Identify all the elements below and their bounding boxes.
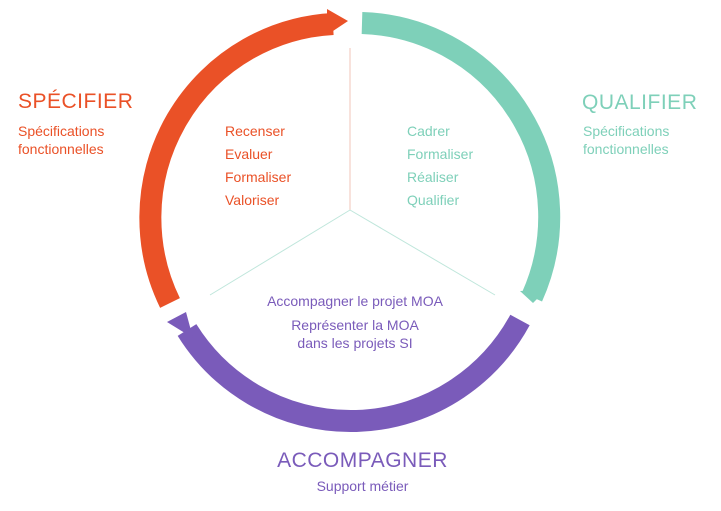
arc-qualifier: [361, 12, 561, 302]
accompagner-title: ACCOMPAGNER: [277, 449, 448, 472]
qualifier-task: Cadrer: [407, 123, 450, 139]
accompagner-task: dans les projets SI: [297, 335, 413, 351]
qualifier-subtitle-line2: fonctionnelles: [583, 141, 669, 157]
specifier-subtitle-line2: fonctionnelles: [18, 141, 104, 157]
qualifier-task: Qualifier: [407, 192, 460, 208]
specifier-task-list: Recenser Evaluer Formaliser Valoriser: [225, 120, 291, 212]
qualifier-title: QUALIFIER: [582, 91, 698, 114]
qualifier-subtitle-line1: Spécifications: [583, 123, 670, 139]
accompagner-task: Représenter la MOA: [291, 317, 419, 333]
specifier-subtitle-line1: Spécifications: [18, 123, 105, 139]
divider-right: [349, 209, 496, 296]
specifier-task: Formaliser: [225, 169, 292, 185]
qualifier-task: Formaliser: [407, 146, 474, 162]
qualifier-task: Réaliser: [407, 169, 459, 185]
specifier-title: SPÉCIFIER: [18, 90, 134, 113]
arc-accompagner: [177, 314, 530, 433]
accompagner-subtitle: Support métier: [316, 478, 409, 494]
accompagner-task: Accompagner le projet MOA: [267, 293, 443, 309]
arrowhead-accompagner: [167, 312, 193, 338]
specifier-task: Evaluer: [225, 146, 273, 162]
arrowhead-specifier: [327, 9, 348, 35]
specifier-task: Valoriser: [225, 192, 280, 208]
accompagner-task-list: Accompagner le projet MOA Représenter la…: [240, 292, 470, 352]
arrowhead-qualifier: [520, 290, 546, 303]
divider-left: [209, 209, 351, 296]
specifier-task: Recenser: [225, 123, 285, 139]
qualifier-task-list: Cadrer Formaliser Réaliser Qualifier: [407, 120, 473, 212]
arc-specifier: [139, 13, 334, 308]
